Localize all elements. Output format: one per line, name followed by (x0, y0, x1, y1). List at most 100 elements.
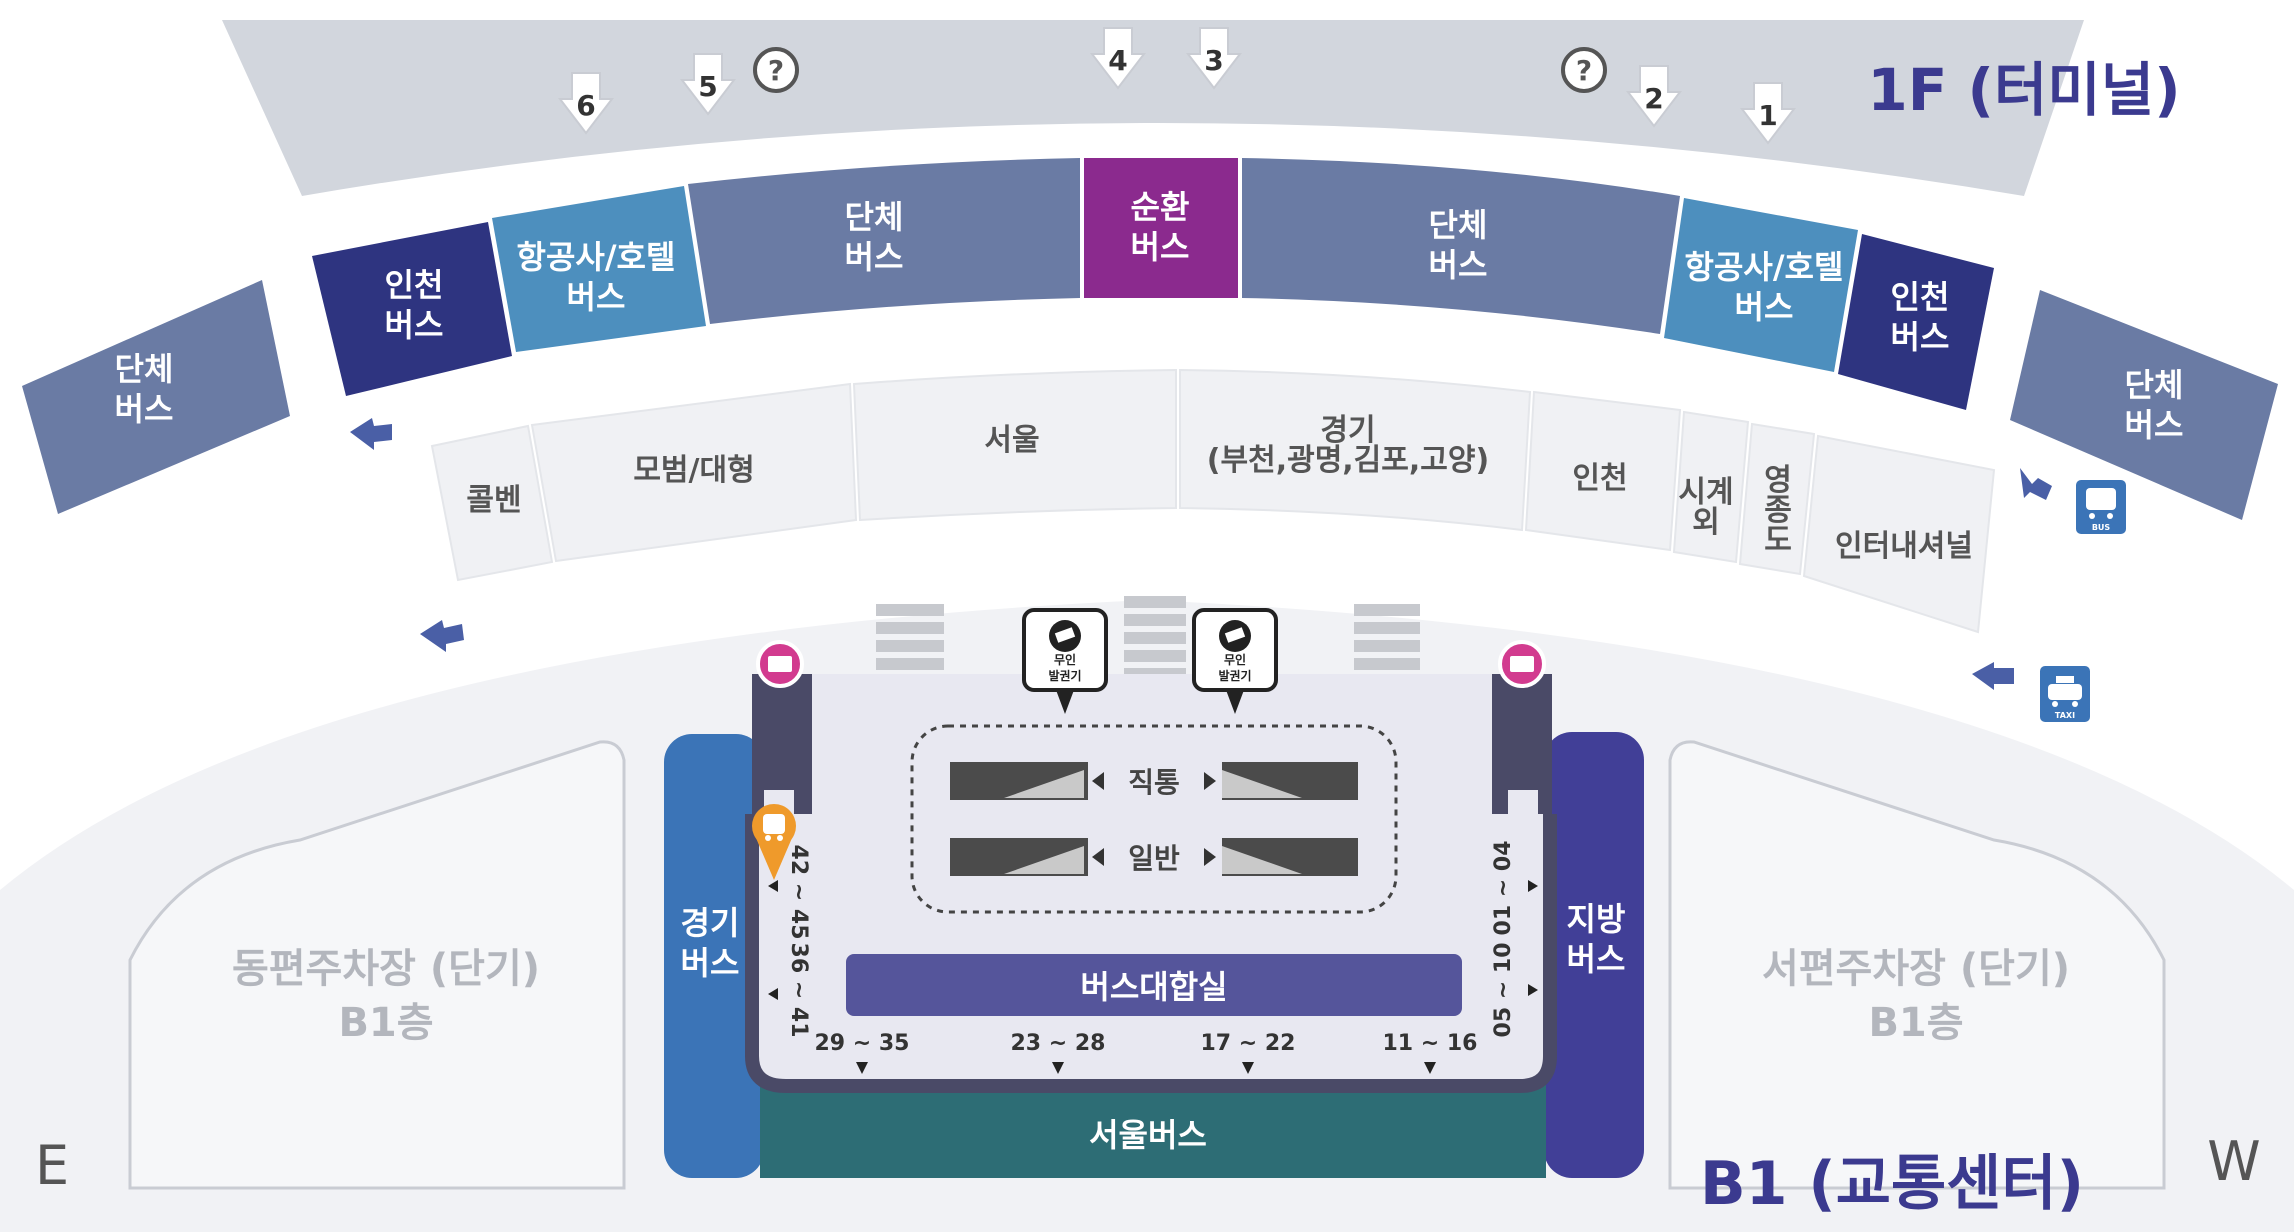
taxi-deluxe-label: 모범/대형 (633, 453, 754, 488)
zone-incheon-right-l2: 버스 (1891, 318, 1950, 356)
taxi-gyeonggi-l2: (부천,광명,김포,고양) (1207, 443, 1489, 478)
zone-airline-right[interactable] (1664, 198, 1858, 372)
escalator-general (950, 838, 1358, 876)
zone-shuttle[interactable] (1084, 158, 1238, 298)
ticket-kiosk-right[interactable]: 무인 발권기 (1192, 608, 1278, 714)
gate-5-arrow (679, 53, 737, 116)
gate-5-label: 5 (698, 70, 717, 103)
taxi-international-label: 인터내셔널 (1835, 529, 1973, 564)
escalator-direct (950, 762, 1358, 800)
direction-east: E (35, 1134, 69, 1197)
zone-group-far-left[interactable] (22, 280, 290, 514)
taxi-yeongjong-l1: 영 (1764, 463, 1792, 498)
gate-4-label: 4 (1108, 44, 1127, 77)
taxi-zone-incheon (1524, 390, 1682, 552)
zone-gyeonggi-bus[interactable] (664, 734, 764, 1178)
arrow-right-1 (2020, 468, 2052, 500)
stair-center (1124, 596, 1186, 678)
gate-6-label: 6 (576, 89, 595, 122)
zone-group-center-right-l1: 단체 (1429, 206, 1488, 244)
west-parking-l2: B1층 (1868, 1000, 1963, 1046)
zone-incheon-left-l1: 인천 (385, 266, 444, 304)
ticket-icon-left (756, 640, 804, 688)
east-parking-l2: B1층 (338, 1000, 433, 1046)
zone-regional-bus-l1: 지방 (1567, 900, 1626, 938)
floor-1f-title: 1F (터미널) (1867, 56, 2180, 124)
east-parking-l1: 동편주차장 (단기) (232, 946, 540, 992)
taxi-yeongjong-l2: 종 (1764, 493, 1792, 528)
zone-regional-bus[interactable] (1544, 732, 1644, 1178)
bus-badge-icon: BUS (2076, 480, 2126, 534)
zone-gyeonggi-bus-l1: 경기 (681, 904, 740, 942)
platform-36-41: 36 ~ 41 (786, 943, 811, 1038)
taxi-zone-gyeonggi (1179, 368, 1532, 532)
taxi-seoul-label: 서울 (984, 423, 1039, 458)
taxi-zones (430, 368, 1996, 634)
gate-2-arrow (1625, 65, 1683, 128)
taxi-badge-icon: TAXI (2040, 666, 2090, 722)
svg-text:BUS: BUS (2092, 523, 2111, 532)
gate-2-label: 2 (1644, 82, 1663, 115)
platform-05-10: 05 ~ 10 (1491, 943, 1516, 1038)
taxi-zone-international (1802, 434, 1996, 634)
taxi-zone-callvan (430, 424, 554, 582)
taxi-outside-l1: 시계 (1678, 475, 1733, 510)
bus-waiting-room-label: 버스대합실 (1080, 968, 1227, 1006)
ticket-kiosk-left[interactable]: 무인 발권기 (1022, 608, 1108, 714)
platform-arrows-sides (768, 880, 1538, 1000)
floor-b1-title: B1 (교통센터) (1700, 1149, 2084, 1219)
zone-shuttle-l2: 버스 (1131, 228, 1190, 266)
zone-group-center-left-l1: 단체 (845, 198, 904, 236)
ticket-icon-right (1498, 640, 1546, 688)
platform-01-04: 01 ~ 04 (1491, 841, 1516, 936)
gate-3-label: 3 (1204, 44, 1223, 77)
flow-arrows (350, 418, 2052, 690)
zone-gyeonggi-bus-l2: 버스 (681, 944, 740, 982)
zone-airline-right-l2: 버스 (1735, 288, 1794, 326)
zone-airline-left-l1: 항공사/호텔 (517, 238, 676, 276)
taxi-zone-deluxe (530, 382, 858, 563)
zone-group-far-right[interactable] (2010, 290, 2278, 520)
zone-group-far-right-l1: 단체 (2125, 366, 2184, 404)
svg-text:TAXI: TAXI (2055, 711, 2075, 720)
info-icon-left: ? (753, 47, 799, 93)
west-parking-lot[interactable] (1668, 740, 2166, 1190)
gate-4-arrow (1089, 27, 1147, 90)
escalator-area (910, 724, 1398, 914)
gate-3-arrow (1185, 27, 1243, 90)
bus-waiting-room[interactable] (846, 954, 1462, 1016)
platform-11-16: 11 ~ 16 (1383, 1031, 1478, 1056)
taxi-incheon-label: 인천 (1572, 461, 1627, 496)
escalator-general-label: 일반 (1128, 842, 1180, 875)
zone-incheon-right[interactable] (1838, 234, 1994, 410)
zone-group-center-right[interactable] (1242, 158, 1680, 334)
zone-group-far-left-l2: 버스 (115, 390, 174, 428)
zone-incheon-left[interactable] (312, 222, 512, 396)
bus-zones-1f (22, 158, 2278, 520)
zone-airline-left[interactable] (492, 186, 706, 352)
info-icon-right: ? (1561, 47, 1607, 93)
escalator-direct-label: 직통 (1128, 766, 1180, 799)
svg-text:?: ? (1576, 54, 1592, 87)
gate-arrows (557, 27, 1797, 145)
platform-29-35: 29 ~ 35 (815, 1031, 910, 1056)
platform-23-28: 23 ~ 28 (1011, 1031, 1106, 1056)
svg-text:발권기: 발권기 (1048, 668, 1081, 683)
terminal-building (222, 20, 2084, 196)
b1-concourse (752, 674, 1550, 1088)
zone-group-center-right-l2: 버스 (1429, 246, 1488, 284)
platform-17-22: 17 ~ 22 (1201, 1031, 1296, 1056)
taxi-zone-yeongjong (1738, 422, 1816, 576)
zone-incheon-left-l2: 버스 (385, 306, 444, 344)
bus-location-pin-icon (752, 804, 796, 880)
zone-group-center-left[interactable] (688, 158, 1080, 324)
platform-edge (745, 814, 1557, 1093)
arrow-left-2 (420, 620, 464, 652)
zone-airline-right-l1: 항공사/호텔 (1685, 248, 1844, 286)
platform-42-45: 42 ~ 45 (786, 845, 811, 940)
east-parking-lot[interactable] (128, 740, 626, 1190)
zone-shuttle-l1: 순환 (1131, 188, 1190, 226)
svg-text:발권기: 발권기 (1218, 668, 1251, 683)
taxi-outside-l2: 외 (1692, 505, 1720, 540)
taxi-gyeonggi-l1: 경기 (1320, 413, 1375, 448)
